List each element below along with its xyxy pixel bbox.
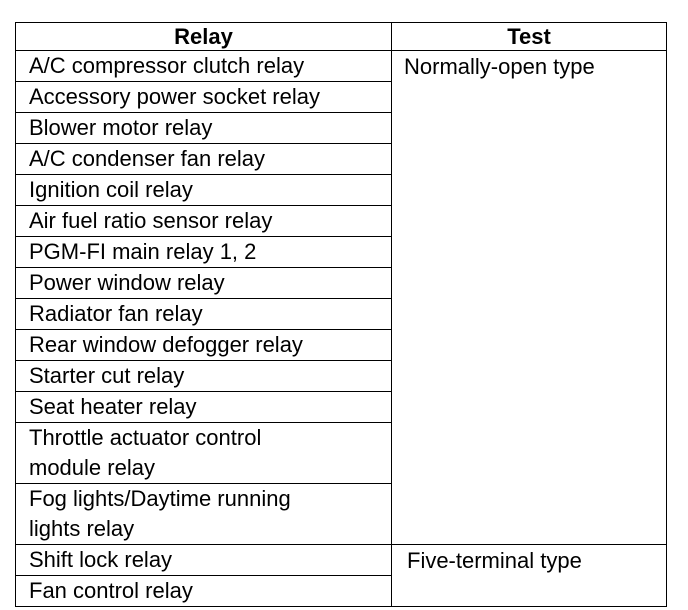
relay-name-text: Accessory power socket relay <box>29 84 320 109</box>
relay-name-text: Seat heater relay <box>29 394 197 419</box>
table-row: A/C compressor clutch relay Normally-open… <box>15 50 667 545</box>
column-header-relay: Relay <box>15 22 392 51</box>
relay-name-text: Starter cut relay <box>29 363 185 388</box>
relay-name-cell: Throttle actuator control module relay <box>15 422 392 484</box>
relay-name-cell: A/C condenser fan relay <box>15 143 392 175</box>
relay-name-text: A/C condenser fan relay <box>29 146 266 171</box>
relay-name-cell: Radiator fan relay <box>15 298 392 330</box>
relay-name-cell: Fan control relay <box>15 575 392 607</box>
test-type-cell: Normally-open type <box>391 50 667 545</box>
relay-name-cell: Fog lights/Daytime running lights relay <box>15 483 392 545</box>
table-row: Fan control relay <box>15 575 667 607</box>
relay-name-text: Fog lights/Daytime running <box>29 486 291 511</box>
relay-name-cell: Rear window defogger relay <box>15 329 392 361</box>
relay-name-cell: A/C compressor clutch relay <box>15 50 392 82</box>
table-row: Starter cut relay <box>15 360 667 392</box>
table-row: Seat heater relay <box>15 391 667 423</box>
relay-name-text: Blower motor relay <box>29 115 213 140</box>
table-row: Accessory power socket relay <box>15 81 667 113</box>
table-body: A/C compressor clutch relay Normally-open… <box>15 50 667 607</box>
relay-name-text: Fan control relay <box>29 578 193 603</box>
relay-name-cell: Blower motor relay <box>15 112 392 144</box>
relay-name-text: Radiator fan relay <box>29 301 203 326</box>
relay-name-cell: Seat heater relay <box>15 391 392 423</box>
table-row: Blower motor relay <box>15 112 667 144</box>
table-row: PGM-FI main relay 1, 2 <box>15 236 667 268</box>
relay-name-cell: Ignition coil relay <box>15 174 392 206</box>
relay-name-text: A/C compressor clutch relay <box>29 53 305 78</box>
relay-name-text: Throttle actuator control <box>29 425 262 450</box>
relay-name-text: Rear window defogger relay <box>29 332 303 357</box>
table-row: Shift lock relay Five-terminal type <box>15 544 667 607</box>
relay-name-text: Air fuel ratio sensor relay <box>29 208 273 233</box>
relay-name-text: Shift lock relay <box>29 547 173 572</box>
relay-test-table: Relay Test A/C compressor clutch relay No… <box>15 22 667 607</box>
relay-name-text: PGM-FI main relay 1, 2 <box>29 239 257 264</box>
table-header: Relay Test <box>15 22 667 51</box>
relay-name-text: Power window relay <box>29 270 225 295</box>
table-row: Rear window defogger relay <box>15 329 667 361</box>
column-header-test: Test <box>391 22 667 51</box>
relay-name-cell: Starter cut relay <box>15 360 392 392</box>
relay-name-cell: Air fuel ratio sensor relay <box>15 205 392 237</box>
relay-name-text: lights relay <box>29 516 135 541</box>
test-type-cell: Five-terminal type <box>391 544 667 607</box>
relay-name-cell: Power window relay <box>15 267 392 299</box>
relay-name-text: module relay <box>29 455 155 480</box>
table-row: A/C condenser fan relay <box>15 143 667 175</box>
table-row: Throttle actuator control module relay <box>15 422 667 484</box>
relay-name-cell: PGM-FI main relay 1, 2 <box>15 236 392 268</box>
relay-name-cell: Shift lock relay <box>15 544 392 576</box>
relay-name-cell: Accessory power socket relay <box>15 81 392 113</box>
header-row: Relay Test <box>15 22 667 51</box>
relay-name-text: Ignition coil relay <box>29 177 193 202</box>
